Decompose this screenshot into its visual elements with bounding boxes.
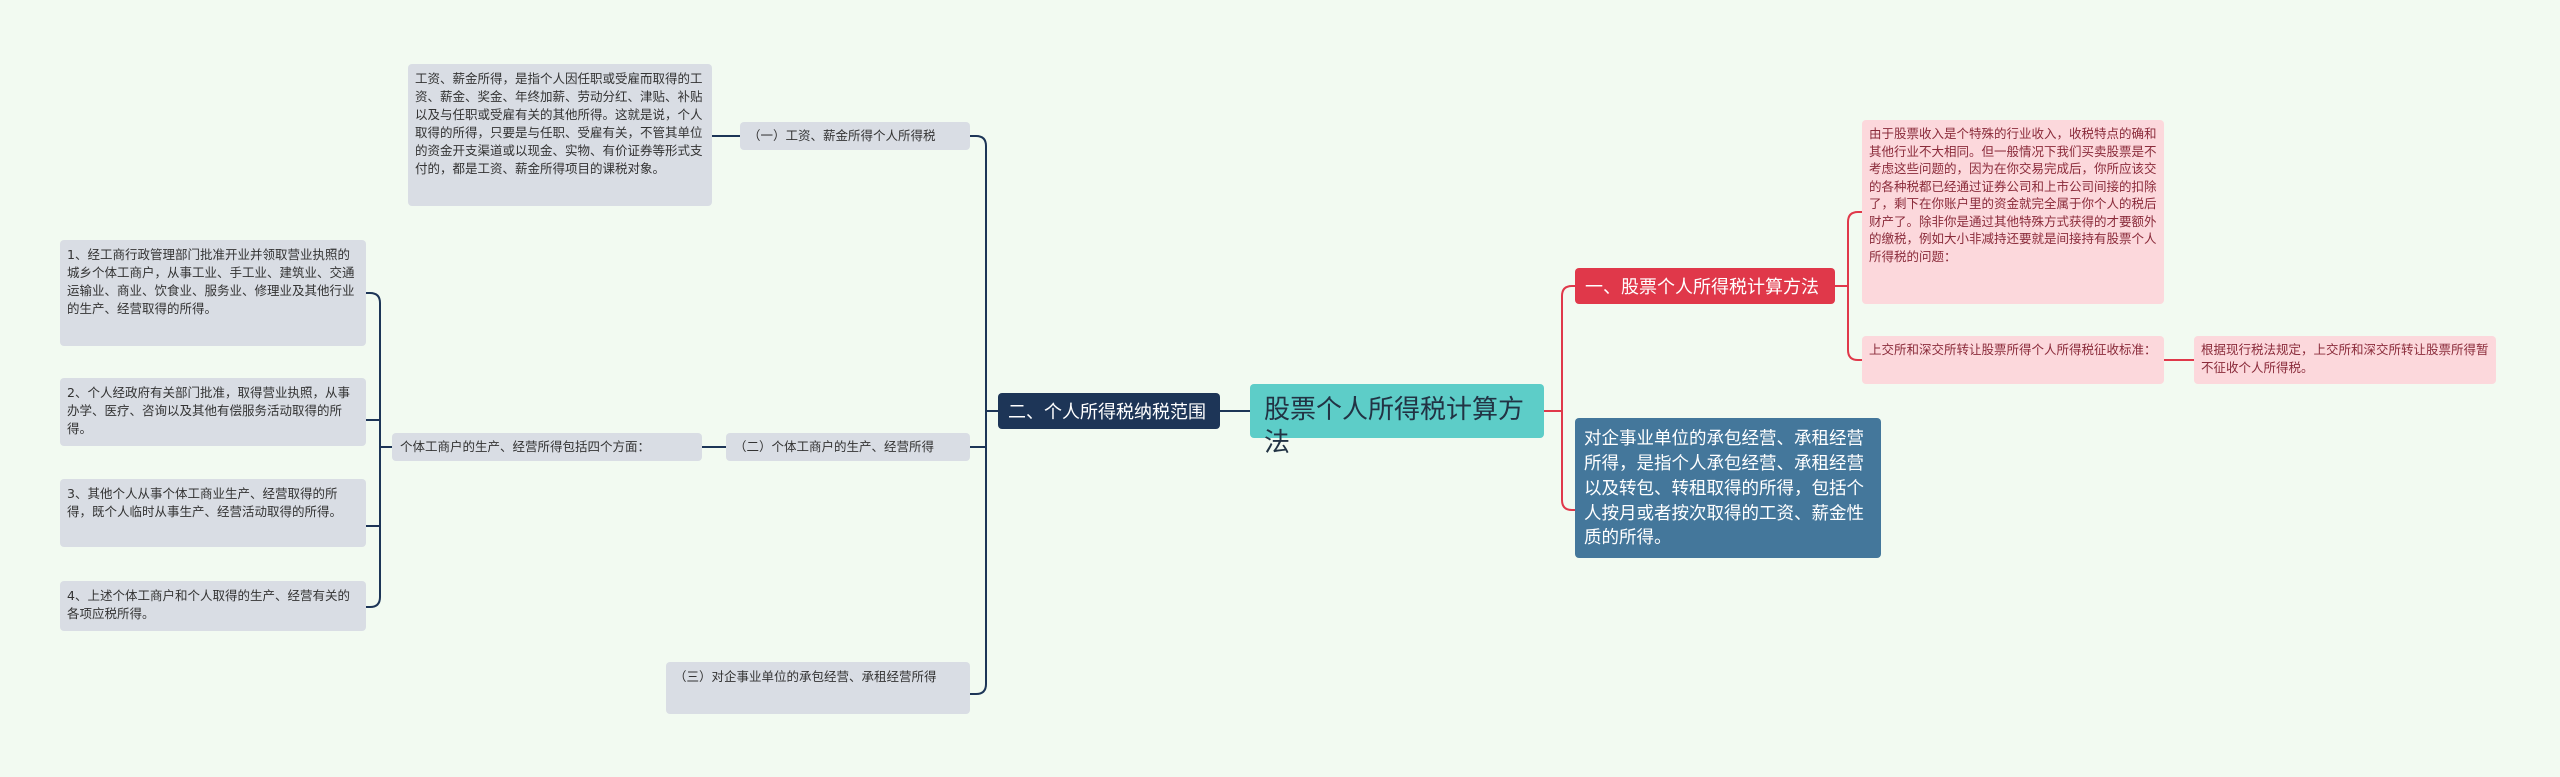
stock-tax-note[interactable]: 由于股票收入是个特殊的行业收入，收税特点的确和其他行业不大相同。但一般情况下我们… — [1862, 120, 2164, 304]
business-point[interactable]: 4、上述个体工商户和个人取得的生产、经营有关的各项应税所得。 — [60, 581, 366, 631]
wages-topic[interactable]: （一）工资、薪金所得个人所得税 — [740, 122, 970, 150]
branch-contract-income[interactable]: 对企事业单位的承包经营、承租经营所得，是指个人承包经营、承租经营以及转包、转租取… — [1575, 418, 1881, 558]
business-subtopic[interactable]: 个体工商户的生产、经营所得包括四个方面： — [392, 433, 702, 461]
root-topic[interactable]: 股票个人所得税计算方法 — [1250, 384, 1544, 458]
connector — [366, 292, 392, 608]
connector — [1544, 285, 1575, 511]
business-point[interactable]: 1、经工商行政管理部门批准开业并领取营业执照的城乡个体工商户，从事工业、手工业、… — [60, 240, 366, 346]
business-point[interactable]: 2、个人经政府有关部门批准，取得营业执照，从事办学、医疗、咨询以及其他有偿服务活… — [60, 378, 366, 446]
contract-topic[interactable]: （三）对企事业单位的承包经营、承租经营所得 — [666, 662, 970, 714]
wages-detail[interactable]: 工资、薪金所得，是指个人因任职或受雇而取得的工资、薪金、奖金、年终加薪、劳动分红… — [408, 64, 712, 206]
exchange-answer[interactable]: 根据现行税法规定，上交所和深交所转让股票所得暂不征收个人所得税。 — [2194, 336, 2496, 384]
exchange-question[interactable]: 上交所和深交所转让股票所得个人所得税征收标准： — [1862, 336, 2164, 384]
business-topic[interactable]: （二）个体工商户的生产、经营所得 — [726, 433, 970, 461]
branch-tax-scope[interactable]: 二、个人所得税纳税范围 — [998, 393, 1220, 429]
connector — [1835, 211, 1862, 361]
business-point[interactable]: 3、其他个人从事个体工商业生产、经营取得的所得，既个人临时从事生产、经营活动取得… — [60, 479, 366, 547]
connector — [970, 135, 998, 695]
branch-stock-tax-method[interactable]: 一、股票个人所得税计算方法 — [1575, 268, 1835, 304]
